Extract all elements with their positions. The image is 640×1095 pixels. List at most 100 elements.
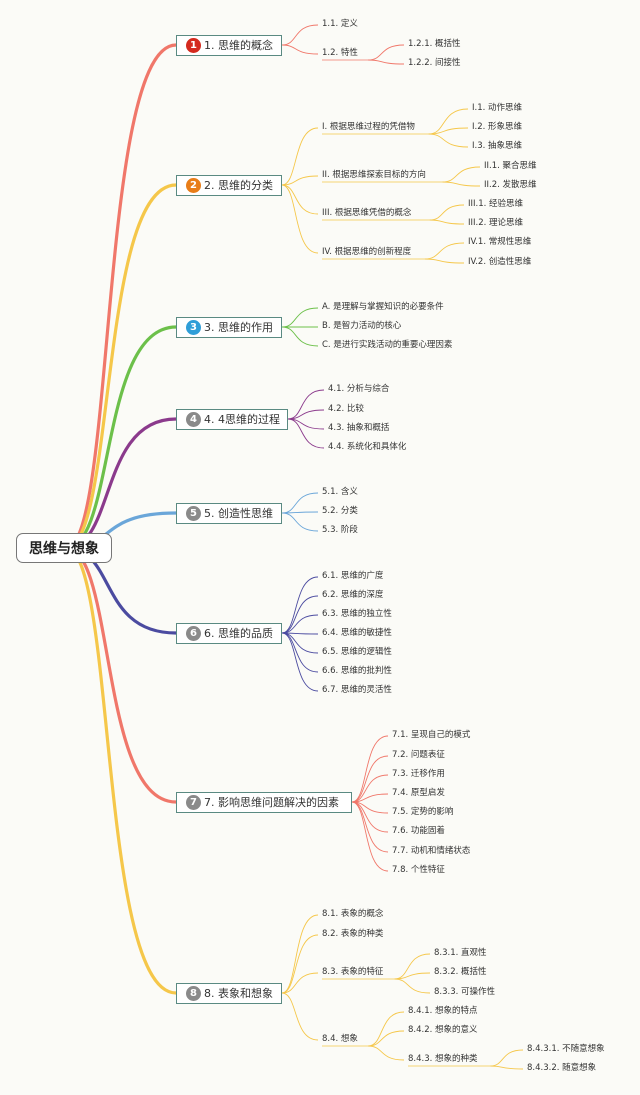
subtopic[interactable]: 6.7. 思维的灵活性 xyxy=(322,685,392,695)
sub-connector xyxy=(281,614,319,634)
subtopic[interactable]: 7.8. 个性特征 xyxy=(392,865,445,875)
subtopic[interactable]: 7.4. 原型启发 xyxy=(392,788,445,798)
leaf-topic[interactable]: 8.3.2. 概括性 xyxy=(434,967,487,977)
subtopic[interactable]: 8.3. 表象的特征 xyxy=(322,967,384,977)
leaf-topic[interactable]: II.2. 发散思维 xyxy=(484,180,537,190)
sub-connector xyxy=(281,914,319,994)
branch-connector-2 xyxy=(65,183,177,550)
subtopic[interactable]: 1.1. 定义 xyxy=(322,19,358,29)
leaf-connector xyxy=(368,1011,405,1047)
leaf-topic[interactable]: 8.3.1. 直观性 xyxy=(434,948,487,958)
leaf-connector xyxy=(368,44,405,61)
leaf-connector xyxy=(490,1049,524,1067)
sub-connector xyxy=(281,934,319,994)
subtopic[interactable]: 6.4. 思维的敏捷性 xyxy=(322,628,392,638)
branch-label: 5. 创造性思维 xyxy=(204,507,273,520)
leaf-topic[interactable]: 8.4.3. 想象的种类 xyxy=(408,1054,478,1064)
sub-connector xyxy=(281,184,319,215)
subtopic[interactable]: B. 是智力活动的核心 xyxy=(322,321,402,331)
subtopic[interactable]: 8.2. 表象的种类 xyxy=(322,929,384,939)
leaf-topic[interactable]: 8.4.3.2. 随意想象 xyxy=(527,1063,597,1073)
sub-connector xyxy=(281,632,319,692)
subtopic[interactable]: 5.3. 阶段 xyxy=(322,525,358,535)
number-badge-icon: 5 xyxy=(186,505,201,521)
sub-connector xyxy=(281,24,319,46)
sub-connector xyxy=(281,175,319,186)
subtopic[interactable]: 6.2. 思维的深度 xyxy=(322,590,384,600)
subtopic[interactable]: 1.2. 特性 xyxy=(322,48,358,58)
subtopic[interactable]: 7.6. 功能固着 xyxy=(392,826,445,836)
subtopic[interactable]: 5.1. 含义 xyxy=(322,487,358,497)
root-topic[interactable]: 思维与想象 xyxy=(16,533,112,563)
subtopic[interactable]: 6.6. 思维的批判性 xyxy=(322,666,392,676)
number-badge-icon: 6 xyxy=(186,625,201,641)
subtopic[interactable]: 6.5. 思维的逻辑性 xyxy=(322,647,392,657)
subtopic[interactable]: C. 是进行实践活动的重要心理因素 xyxy=(322,340,453,350)
leaf-topic[interactable]: I.1. 动作思维 xyxy=(472,103,523,113)
leaf-topic[interactable]: 1.2.2. 间接性 xyxy=(408,58,461,68)
subtopic[interactable]: 4.3. 抽象和概括 xyxy=(328,423,390,433)
branch-label: 4. 4思维的过程 xyxy=(204,413,280,426)
leaf-topic[interactable]: III.1. 经验思维 xyxy=(468,199,524,209)
sub-connector xyxy=(281,576,319,634)
subtopic[interactable]: 4.4. 系统化和具体化 xyxy=(328,442,407,452)
number-badge-icon: 2 xyxy=(186,177,201,193)
leaf-topic[interactable]: 8.3.3. 可操作性 xyxy=(434,987,496,997)
leaf-topic[interactable]: 8.4.2. 想象的意义 xyxy=(408,1025,478,1035)
sub-connector xyxy=(351,793,389,803)
subtopic[interactable]: II. 根据思维探索目标的方向 xyxy=(322,170,426,180)
subtopic[interactable]: I. 根据思维过程的凭借物 xyxy=(322,122,415,132)
subtopic[interactable]: 7.5. 定势的影响 xyxy=(392,807,454,817)
branch-label: 7. 影响思维问题解决的因素 xyxy=(204,796,339,809)
subtopic[interactable]: 8.4. 想象 xyxy=(322,1034,358,1044)
sub-connector xyxy=(351,735,389,803)
sub-connector xyxy=(281,184,319,254)
subtopic[interactable]: 4.1. 分析与综合 xyxy=(328,384,390,394)
leaf-topic[interactable]: IV.1. 常规性思维 xyxy=(468,237,532,247)
leaf-topic[interactable]: IV.2. 创造性思维 xyxy=(468,257,532,267)
number-badge-icon: 1 xyxy=(186,37,201,53)
leaf-connector xyxy=(429,219,465,225)
leaf-topic[interactable]: I.3. 抽象思维 xyxy=(472,141,523,151)
subtopic[interactable]: IV. 根据思维的创新程度 xyxy=(322,247,412,257)
subtopic[interactable]: 7.3. 迁移作用 xyxy=(392,769,445,779)
subtopic[interactable]: 6.1. 思维的广度 xyxy=(322,571,384,581)
leaf-connector xyxy=(428,133,469,148)
leaf-topic[interactable]: III.2. 理论思维 xyxy=(468,218,524,228)
subtopic[interactable]: III. 根据思维凭借的概念 xyxy=(322,208,412,218)
sub-connector xyxy=(287,418,325,449)
sub-connector xyxy=(281,595,319,634)
leaf-connector xyxy=(424,258,465,264)
subtopic[interactable]: 5.2. 分类 xyxy=(322,506,358,516)
number-badge-icon: 8 xyxy=(186,985,201,1001)
subtopic[interactable]: 4.2. 比较 xyxy=(328,404,364,414)
leaf-connector xyxy=(394,953,431,980)
subtopic[interactable]: 7.7. 动机和情绪状态 xyxy=(392,846,471,856)
leaf-topic[interactable]: II.1. 聚合思维 xyxy=(484,161,537,171)
sub-connector xyxy=(351,801,389,872)
leaf-connector xyxy=(424,242,465,260)
subtopic[interactable]: 8.1. 表象的概念 xyxy=(322,909,384,919)
subtopic[interactable]: 7.2. 问题表征 xyxy=(392,750,445,760)
number-badge-icon: 3 xyxy=(186,319,201,335)
leaf-topic[interactable]: 8.4.1. 想象的特点 xyxy=(408,1006,478,1016)
leaf-connector xyxy=(428,108,469,135)
leaf-connector xyxy=(490,1065,524,1070)
leaf-topic[interactable]: 1.2.1. 概括性 xyxy=(408,39,461,49)
leaf-topic[interactable]: 8.4.3.1. 不随意想象 xyxy=(527,1044,605,1054)
branch-label: 8. 表象和想象 xyxy=(204,987,273,1000)
subtopic[interactable]: 7.1. 呈现自己的模式 xyxy=(392,730,471,740)
subtopic[interactable]: A. 是理解与掌握知识的必要条件 xyxy=(322,302,444,312)
leaf-topic[interactable]: I.2. 形象思维 xyxy=(472,122,523,132)
subtopic[interactable]: 6.3. 思维的独立性 xyxy=(322,609,392,619)
branch-connector-7 xyxy=(65,546,177,804)
number-badge-icon: 4 xyxy=(186,411,201,427)
